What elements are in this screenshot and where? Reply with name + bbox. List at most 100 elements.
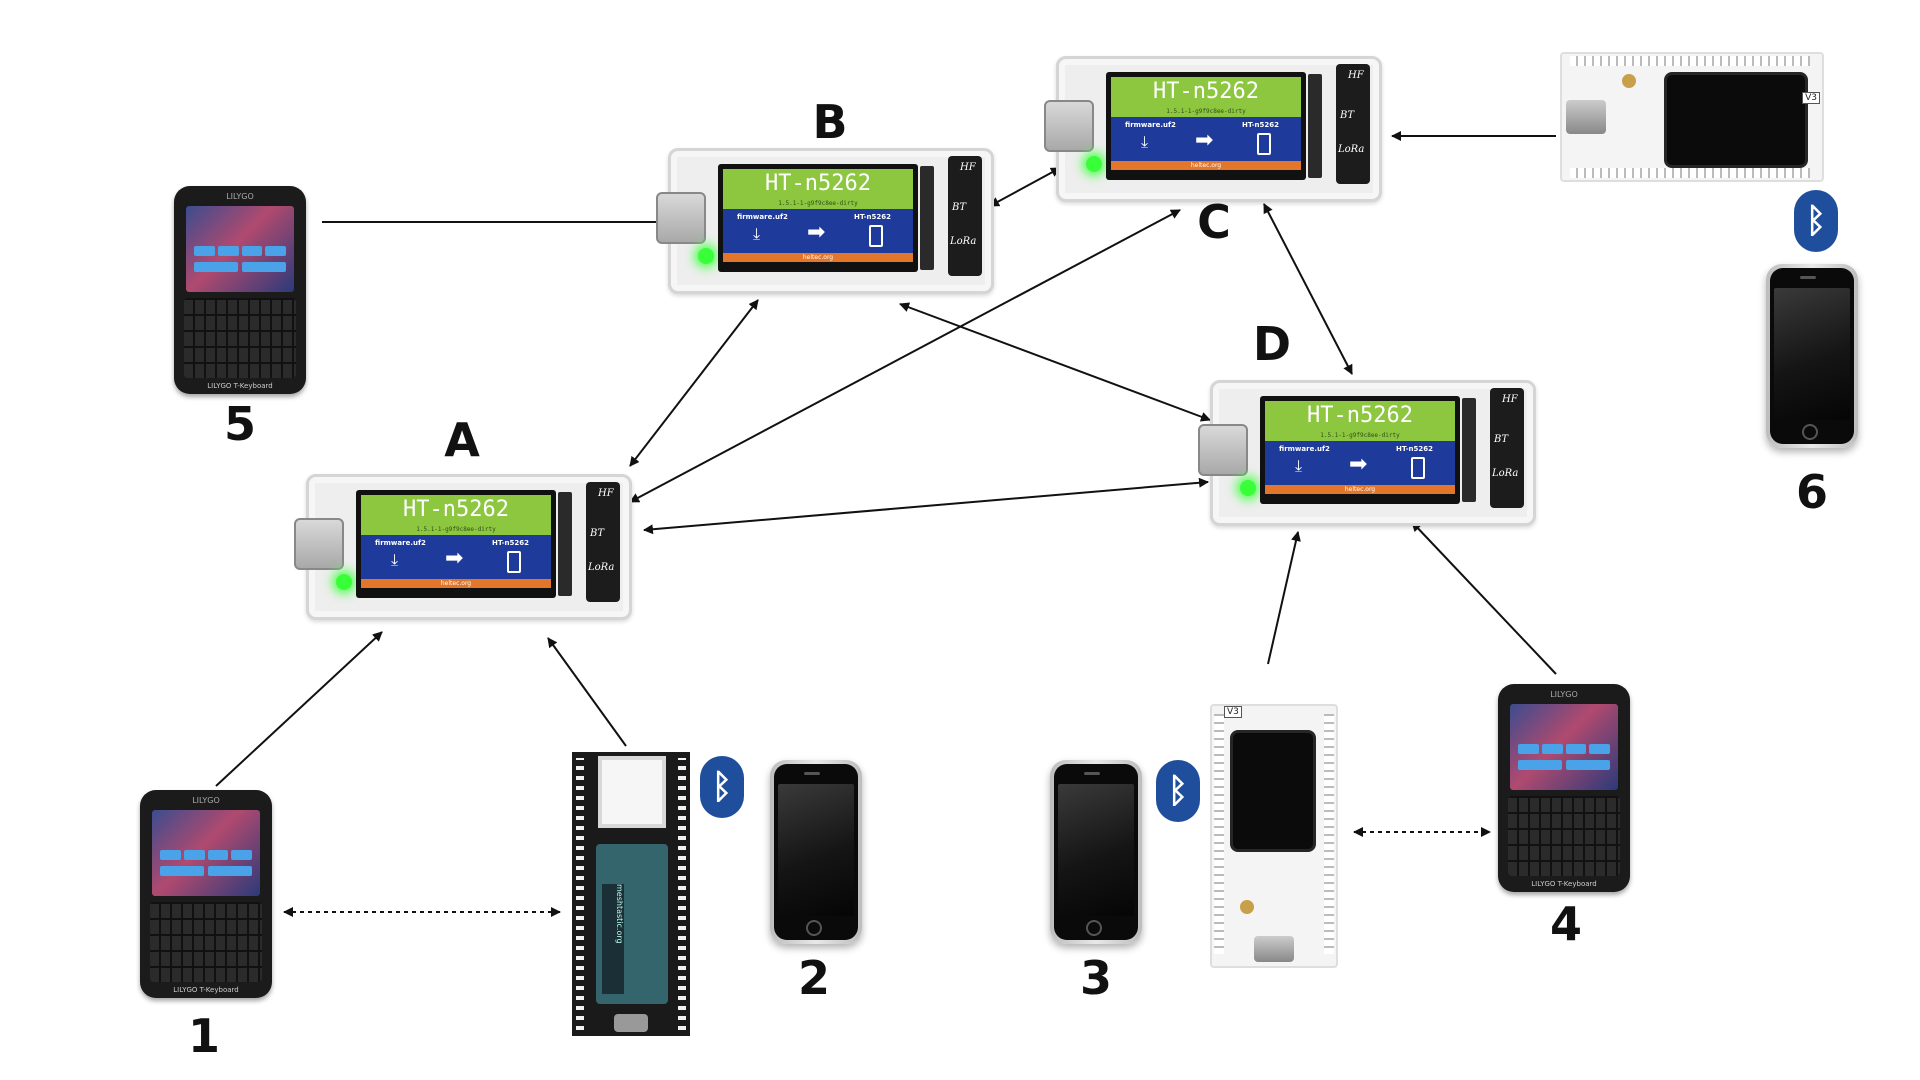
screen-footer: heltec.org [723,253,913,262]
phone-screen [1058,784,1134,916]
right-arrow-icon: ➡ [1349,452,1368,477]
oled-display [1230,730,1316,852]
pin-header-bottom [1570,168,1810,178]
target-text: HT-n5262 [854,213,891,221]
screen-title: HT-n5262 1.5.1-1-g9f9c8ee-dirty [1265,401,1455,441]
bt-label: BT [1494,434,1509,445]
board-connector [558,492,572,596]
target-text: HT-n5262 [492,539,529,547]
link-layer [215,131,1557,917]
usb-c-port-icon [1254,936,1294,962]
screen-title: HT-n5262 1.5.1-1-g9f9c8ee-dirty [361,495,551,535]
tdeck-display [1510,704,1618,790]
board-screen: HT-n5262 1.5.1-1-g9f9c8ee-dirty firmware… [1106,72,1306,180]
status-led-icon [336,574,352,590]
capacitor-icon [1622,74,1636,88]
tdeck-ui-buttons [194,246,286,256]
hf-label: HF [1502,394,1518,405]
link-4-d-arrow [1411,521,1557,675]
board-connector [1308,74,1322,178]
screen-footer: heltec.org [1111,161,1301,170]
board-connector [1462,398,1476,502]
keyboard-icon [184,298,296,378]
usb-drive-icon [507,551,521,573]
screen-footer: heltec.org [361,579,551,588]
gps-chip-icon [598,756,666,828]
node-label-b: B [812,95,848,149]
firmware-text: firmware.uf2 [1125,121,1176,129]
keyboard-icon [1508,796,1620,876]
tdeck-brand: LILYGO [1550,690,1578,699]
version-text: 1.5.1-1-g9f9c8ee-dirty [1320,432,1400,439]
device-label-3: 3 [1079,951,1113,1005]
usb-c-port-icon [1044,100,1094,152]
status-led-icon [1240,480,1256,496]
antenna-module: HF BT LoRa [948,156,982,276]
device-label-5: 5 [223,397,257,451]
device-3-heltec-v3: V3 [1210,704,1338,968]
hf-label: HF [598,488,614,499]
download-icon: ⤓ [391,550,399,569]
board-screen: HT-n5262 1.5.1-1-g9f9c8ee-dirty firmware… [718,164,918,272]
device-label-2: 2 [797,951,831,1005]
tdeck-footer: LILYGO T-Keyboard [173,986,239,994]
board-screen: HT-n5262 1.5.1-1-g9f9c8ee-dirty firmware… [356,490,556,598]
tdeck-footer: LILYGO T-Keyboard [1531,880,1597,888]
right-arrow-icon: ➡ [445,546,464,571]
tdeck-ui-buttons-2 [160,866,252,876]
screen-body: firmware.uf2 HT-n5262 ⤓ ➡ [1265,441,1455,485]
device-5-tdeck: LILYGO LILYGO T-Keyboard [174,186,306,394]
status-led-icon [1086,156,1102,172]
firmware-text: firmware.uf2 [375,539,426,547]
oled-display [1664,72,1808,168]
model-text: HT-n5262 [403,497,509,522]
tdeck-display [186,206,294,292]
tdeck-display [152,810,260,896]
speaker-icon [1084,772,1100,775]
usb-c-port-icon [294,518,344,570]
speaker-icon [804,772,820,775]
node-label-a: A [444,413,480,467]
bluetooth-icon: ᛒ [700,756,744,818]
link-b-c-arrow [989,167,1061,207]
lora-label: LoRa [1338,144,1365,155]
screen-body: firmware.uf2 HT-n5262 ⤓ ➡ [723,209,913,253]
link-3-d-arrow [1267,531,1301,665]
model-text: HT-n5262 [1153,79,1259,104]
usb-c-port-icon [1566,100,1606,134]
node-b-board: HT-n5262 1.5.1-1-g9f9c8ee-dirty firmware… [656,148,994,294]
device-2-phone [770,760,862,944]
link-b-a-arrow [629,299,759,467]
link-c-a-arrow [629,209,1181,503]
device-3-phone [1050,760,1142,944]
usb-c-port-icon [656,192,706,244]
screen-footer: heltec.org [1265,485,1455,494]
screen-title: HT-n5262 1.5.1-1-g9f9c8ee-dirty [723,169,913,209]
device-6-heltec-v3: V3 [1560,52,1824,182]
version-text: 1.5.1-1-g9f9c8ee-dirty [1166,108,1246,115]
antenna-module: HF BT LoRa [1490,388,1524,508]
tdeck-ui-buttons-2 [194,262,286,272]
pin-header-left [1214,714,1224,954]
device-2-rak-tracker: meshtastic.org [572,752,690,1036]
usb-drive-icon [1411,457,1425,479]
antenna-module: HF BT LoRa [1336,64,1370,184]
screen-title: HT-n5262 1.5.1-1-g9f9c8ee-dirty [1111,77,1301,117]
usb-c-port-icon [1198,424,1248,476]
v3-tag: V3 [1224,706,1242,718]
device-label-6: 6 [1795,465,1829,519]
bluetooth-icon: ᛒ [1156,760,1200,822]
node-a-board: HT-n5262 1.5.1-1-g9f9c8ee-dirty firmware… [294,474,632,620]
status-led-icon [698,248,714,264]
link-1-a-arrow [215,631,383,787]
board-connector [920,166,934,270]
antenna-module: HF BT LoRa [586,482,620,602]
pin-header-left [576,758,584,1030]
bt-label: BT [1340,110,1355,121]
link-a-d-arrow [643,477,1209,535]
download-icon: ⤓ [753,224,761,243]
device-1-tdeck: LILYGO LILYGO T-Keyboard [140,790,272,998]
lora-label: LoRa [588,562,615,573]
device-label-4: 4 [1549,897,1583,951]
